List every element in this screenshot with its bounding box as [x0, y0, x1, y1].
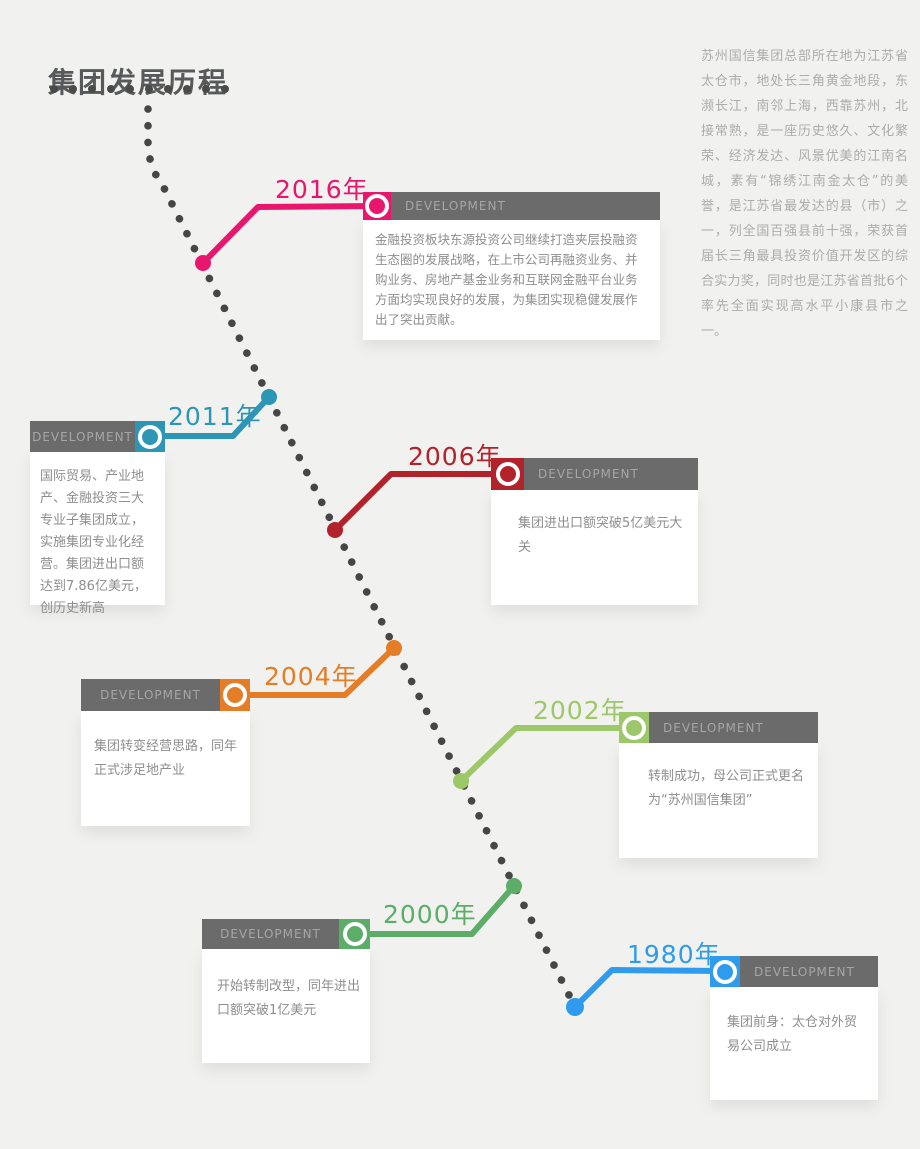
milestone-card-2016: DEVELOPMENT 金融投资板块东源投资公司继续打造夹层投融资生态圈的发展战…: [363, 192, 660, 340]
development-label: DEVELOPMENT: [649, 712, 818, 743]
ring-icon: [365, 194, 389, 218]
ring-icon: [622, 715, 646, 740]
connector-line-1980: [572, 967, 726, 1010]
milestone-marker-2000: [339, 919, 370, 949]
development-label: DEVELOPMENT: [391, 192, 660, 220]
year-label-2006: 2006年: [408, 442, 502, 471]
development-label: DEVELOPMENT: [30, 421, 135, 452]
ring-icon: [138, 424, 162, 449]
development-label: DEVELOPMENT: [202, 919, 339, 949]
milestone-dot-2006: [327, 522, 343, 538]
milestone-description-2006: 集团进出口额突破5亿美元大关: [491, 490, 698, 605]
ring-icon: [495, 462, 520, 486]
card-header: DEVELOPMENT: [619, 712, 818, 743]
card-header: DEVELOPMENT: [363, 192, 660, 220]
milestone-card-2000: DEVELOPMENT 开始转制改型，同年进出口额突破1亿美元: [202, 919, 370, 1063]
development-label: DEVELOPMENT: [81, 679, 220, 711]
intro-paragraph: 苏州国信集团总部所在地为江苏省太仓市，地处长三角黄金地段，东濒长江，南邻上海，西…: [701, 49, 908, 339]
card-header: DEVELOPMENT: [81, 679, 250, 711]
ring-icon: [713, 959, 737, 984]
milestone-description-2011: 国际贸易、产业地产、金融投资三大专业子集团成立，实施集团专业化经营。集团进出口额…: [30, 452, 165, 616]
timeline-dotted-path: [144, 105, 579, 1011]
milestone-dot-2004: [386, 640, 402, 656]
milestone-dot-2011: [261, 389, 277, 405]
ring-icon: [223, 683, 247, 707]
development-label: DEVELOPMENT: [740, 956, 878, 987]
connector-line-2006: [332, 471, 507, 533]
milestone-description-2000: 开始转制改型，同年进出口额突破1亿美元: [202, 949, 370, 1063]
connector-line-2016: [200, 203, 378, 266]
connector-line-2011: [150, 394, 272, 439]
connector-line-2000: [355, 884, 517, 937]
card-header: DEVELOPMENT: [710, 956, 878, 987]
ring-icon: [342, 922, 367, 946]
milestone-card-2006: DEVELOPMENT 集团进出口额突破5亿美元大关: [491, 458, 698, 605]
card-header: DEVELOPMENT: [30, 421, 165, 452]
milestone-marker-2016: [363, 192, 391, 220]
milestone-card-1980: DEVELOPMENT 集团前身：太仓对外贸易公司成立: [710, 956, 878, 1100]
connector-line-2002: [458, 725, 634, 784]
year-label-2000: 2000年: [383, 900, 477, 929]
milestone-description-2002: 转制成功，母公司正式更名为“苏州国信集团”: [619, 743, 818, 858]
milestone-description-2016: 金融投资板块东源投资公司继续打造夹层投融资生态圈的发展战略，在上市公司再融资业务…: [363, 220, 660, 340]
milestone-description-1980: 集团前身：太仓对外贸易公司成立: [710, 987, 878, 1100]
card-header: DEVELOPMENT: [202, 919, 370, 949]
milestone-card-2004: DEVELOPMENT 集团转变经营思路，同年正式涉足地产业: [81, 679, 250, 826]
card-header: DEVELOPMENT: [491, 458, 698, 490]
milestone-card-2011: DEVELOPMENT 国际贸易、产业地产、金融投资三大专业子集团成立，实施集团…: [30, 421, 165, 616]
year-label-2002: 2002年: [533, 696, 627, 725]
year-label-1980: 1980年: [627, 940, 721, 969]
year-label-2004: 2004年: [264, 662, 358, 691]
milestone-description-2004: 集团转变经营思路，同年正式涉足地产业: [81, 711, 250, 826]
year-label-2011: 2011年: [168, 402, 262, 431]
milestone-marker-2011: [135, 421, 165, 452]
connector-line-2004: [235, 645, 397, 698]
milestone-marker-1980: [710, 956, 740, 987]
milestone-dot-2000: [506, 878, 522, 894]
development-label: DEVELOPMENT: [524, 458, 698, 490]
milestone-card-2002: DEVELOPMENT 转制成功，母公司正式更名为“苏州国信集团”: [619, 712, 818, 858]
milestone-marker-2002: [619, 712, 649, 743]
page-title: 集团发展历程: [48, 65, 229, 99]
milestone-dot-2002: [453, 773, 469, 789]
milestone-dot-2016: [195, 255, 211, 271]
milestone-dot-1980: [566, 998, 584, 1016]
milestone-marker-2006: [491, 458, 524, 490]
title-underline-dots: [50, 85, 229, 93]
milestone-marker-2004: [220, 679, 250, 711]
year-label-2016: 2016年: [275, 175, 369, 204]
